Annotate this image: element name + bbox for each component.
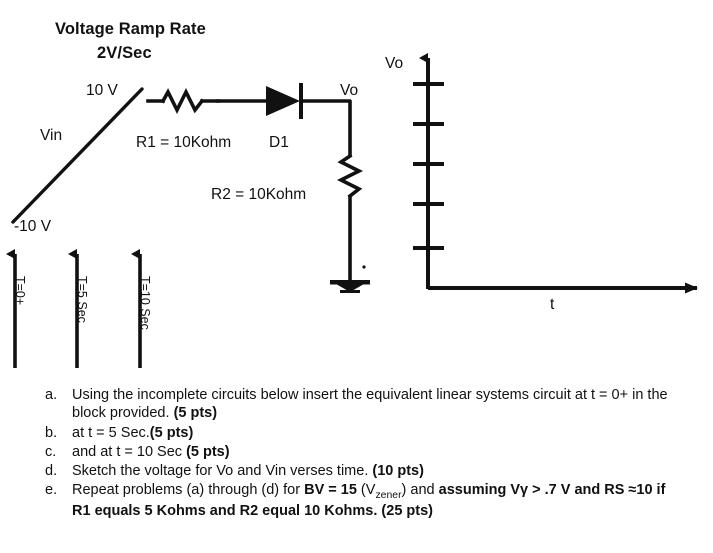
vin-label: Vin <box>40 127 63 144</box>
problem-marker-d: d. <box>45 463 58 480</box>
problem-item-d: d. Sketch the voltage for Vo and Vin ver… <box>0 462 713 480</box>
vin-ramp-line <box>11 87 144 224</box>
resistor-r2-symbol <box>336 153 364 199</box>
ramp-max-label: 10 V <box>86 82 118 99</box>
ground-symbol <box>330 280 370 293</box>
r1-label: R1 = 10Kohm <box>136 134 232 151</box>
problem-item-a: a. Using the incomplete circuits below i… <box>0 386 713 423</box>
problem-marker-c: c. <box>45 443 57 460</box>
graph-x-axis-label: t <box>550 296 555 313</box>
problem-marker-b: b. <box>45 424 58 441</box>
problem-text-e: Repeat problems (a) through (d) for BV =… <box>72 482 666 520</box>
ramp-min-label: -10 V <box>14 218 52 235</box>
vo-vs-t-graph <box>413 53 698 294</box>
problem-list: a. Using the incomplete circuits below i… <box>0 386 713 522</box>
resistor-r1-symbol <box>146 87 220 115</box>
vo-node-label: Vo <box>340 82 359 99</box>
problem-item-e: e. Repeat problems (a) through (d) for B… <box>0 481 713 520</box>
page-title-line-2: 2V/Sec <box>97 44 152 62</box>
problem-marker-a: a. <box>45 387 58 403</box>
problem-item-c: c. and at t = 10 Sec (5 pts) <box>0 443 713 461</box>
problem-text-a: Using the incomplete circuits below inse… <box>72 387 668 422</box>
problem-text-c: and at t = 10 Sec (5 pts) <box>72 443 230 460</box>
diode-d1-symbol <box>266 83 303 119</box>
r2-label: R2 = 10Kohm <box>211 186 307 203</box>
problem-item-b: b. at t = 5 Sec.(5 pts) <box>0 424 713 442</box>
d1-label: D1 <box>269 134 289 151</box>
problem-marker-e: e. <box>45 482 58 499</box>
problem-text-b: at t = 5 Sec.(5 pts) <box>72 424 194 441</box>
page-title-line-1: Voltage Ramp Rate <box>55 20 206 38</box>
problem-text-d: Sketch the voltage for Vo and Vin verses… <box>72 463 424 480</box>
graph-y-axis-label: Vo <box>385 55 404 72</box>
ground-annotation-dot <box>362 265 366 269</box>
graph-y-ticks <box>413 82 444 250</box>
